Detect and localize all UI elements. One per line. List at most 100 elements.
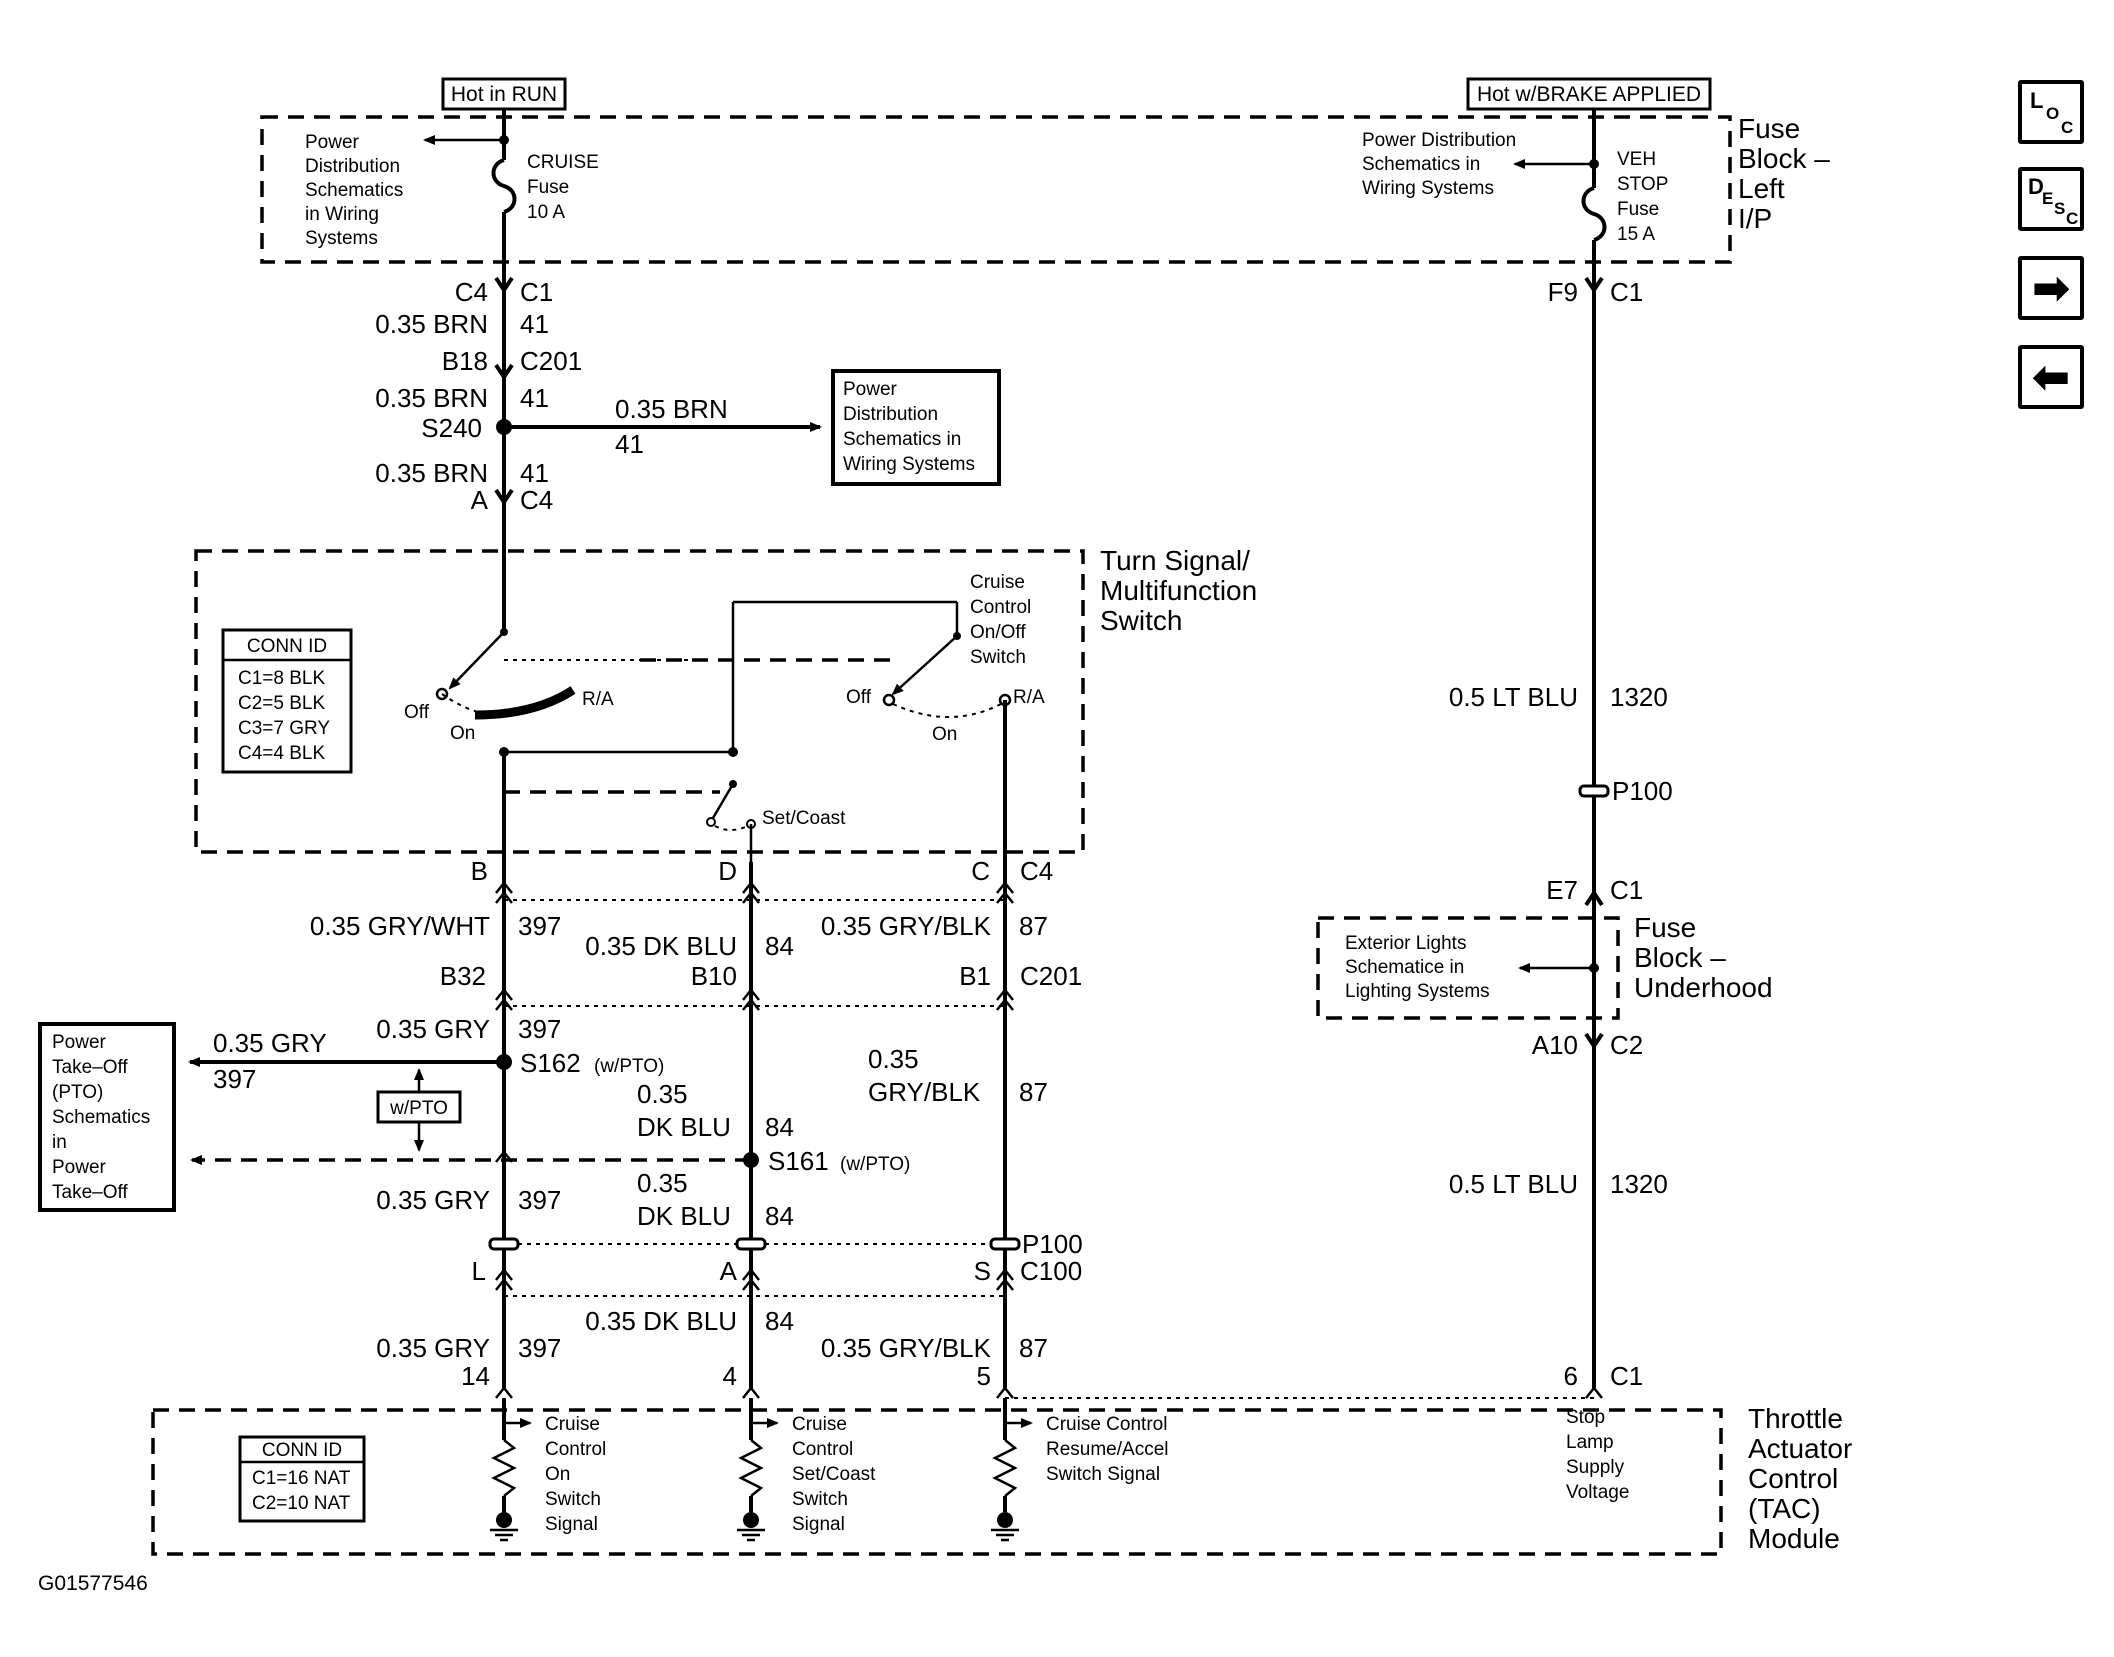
svg-text:Schematics in: Schematics in bbox=[843, 429, 961, 450]
svg-text:Power: Power bbox=[843, 379, 898, 400]
s161-label: S161 (w/PTO) bbox=[768, 1146, 910, 1176]
svg-text:w/PTO: w/PTO bbox=[389, 1098, 448, 1119]
svg-text:0.35: 0.35 bbox=[637, 1079, 688, 1109]
fuse-block-left-boundary bbox=[260, 115, 1732, 264]
svg-text:DK BLU: DK BLU bbox=[637, 1201, 731, 1231]
c100-chevrons bbox=[495, 1267, 1014, 1291]
svg-text:Take–Off: Take–Off bbox=[52, 1182, 128, 1203]
signal-resume-accel: Cruise Control Resume/Accel Switch Signa… bbox=[1046, 1414, 1169, 1485]
svg-text:Wiring Systems: Wiring Systems bbox=[1362, 178, 1494, 199]
svg-text:1320: 1320 bbox=[1610, 682, 1668, 712]
svg-text:Fuse: Fuse bbox=[527, 177, 569, 198]
right-trunk-wire bbox=[1584, 265, 1604, 1399]
svg-text:B: B bbox=[471, 856, 488, 886]
svg-text:Schematics: Schematics bbox=[52, 1107, 150, 1128]
cruise-fuse-symbol bbox=[491, 158, 517, 214]
c201-chevrons bbox=[495, 987, 1014, 1011]
pd-right-text: Power Distribution Schematics in Wiring … bbox=[1362, 130, 1516, 199]
switch-pin-labels: B D C C4 bbox=[471, 856, 1054, 886]
svg-text:(PTO): (PTO) bbox=[52, 1082, 103, 1103]
tac-input-circuit-3 bbox=[991, 1398, 1033, 1542]
svg-text:0.35: 0.35 bbox=[868, 1044, 919, 1074]
svg-text:C3=7 GRY: C3=7 GRY bbox=[238, 718, 330, 739]
svg-text:0.35 GRY/BLK: 0.35 GRY/BLK bbox=[821, 1333, 992, 1363]
svg-text:Power: Power bbox=[52, 1157, 107, 1178]
loc-letter-o: O bbox=[2046, 104, 2060, 123]
svg-text:STOP: STOP bbox=[1617, 174, 1668, 195]
location-button[interactable]: L O C bbox=[2018, 80, 2084, 144]
svg-text:A10: A10 bbox=[1532, 1030, 1578, 1060]
svg-text:0.35 GRY/WHT: 0.35 GRY/WHT bbox=[310, 911, 490, 941]
svg-text:84: 84 bbox=[765, 1112, 794, 1142]
switch-on-1: On bbox=[450, 723, 475, 744]
svg-text:1320: 1320 bbox=[1610, 1169, 1668, 1199]
svg-text:B1: B1 bbox=[959, 961, 991, 991]
svg-text:15 A: 15 A bbox=[1617, 224, 1655, 245]
svg-text:Schematics: Schematics bbox=[305, 180, 403, 201]
svg-text:C1: C1 bbox=[1610, 1361, 1643, 1391]
svg-text:C1=8 BLK: C1=8 BLK bbox=[238, 668, 325, 689]
wire-397-gry-c: 0.35 GRY 397 bbox=[376, 1185, 561, 1215]
svg-text:A: A bbox=[471, 485, 489, 515]
svg-text:Switch: Switch bbox=[970, 647, 1026, 668]
next-page-button[interactable]: ➡ bbox=[2018, 256, 2084, 320]
wire-1320-lt-blu-a: 0.5 LT BLU 1320 bbox=[1449, 682, 1668, 712]
svg-text:0.35: 0.35 bbox=[637, 1168, 688, 1198]
tac-pin-chevrons bbox=[495, 1385, 1014, 1399]
svg-text:D: D bbox=[718, 856, 737, 886]
left-trunk-wire bbox=[494, 265, 514, 632]
pto-wire-label: 0.35 GRY 397 bbox=[213, 1028, 327, 1094]
pin6-c1-connector: 6 C1 bbox=[1564, 1361, 1644, 1391]
svg-text:C: C bbox=[971, 856, 990, 886]
svg-text:B18: B18 bbox=[442, 346, 488, 376]
description-button[interactable]: D E S C bbox=[2018, 167, 2084, 231]
svg-text:S162: S162 bbox=[520, 1048, 581, 1078]
svg-text:Wiring Systems: Wiring Systems bbox=[843, 454, 975, 475]
svg-text:Power: Power bbox=[52, 1032, 107, 1053]
a10-c2-connector: A10 C2 bbox=[1532, 1030, 1644, 1060]
wire-87-gry-blk-d: 0.35 GRY/BLK 87 bbox=[821, 1333, 1048, 1363]
svg-text:Schematics in: Schematics in bbox=[1362, 154, 1480, 175]
previous-page-button[interactable]: ⬅ bbox=[2018, 345, 2084, 409]
svg-text:Multifunction: Multifunction bbox=[1100, 575, 1257, 606]
svg-text:A: A bbox=[720, 1256, 738, 1286]
svg-text:C2: C2 bbox=[1610, 1030, 1643, 1060]
svg-text:0.35 GRY/BLK: 0.35 GRY/BLK bbox=[821, 911, 992, 941]
svg-text:4: 4 bbox=[723, 1361, 737, 1391]
svg-text:0.35 DK BLU: 0.35 DK BLU bbox=[585, 1306, 737, 1336]
wire-397-gry-wht: 0.35 GRY/WHT 397 bbox=[310, 911, 562, 941]
svg-text:VEH: VEH bbox=[1617, 149, 1656, 170]
svg-text:C1: C1 bbox=[1610, 277, 1643, 307]
veh-stop-fuse-label: VEH STOP Fuse 15 A bbox=[1617, 149, 1668, 245]
svg-text:41: 41 bbox=[615, 429, 644, 459]
svg-text:0.35 BRN: 0.35 BRN bbox=[615, 394, 728, 424]
svg-text:14: 14 bbox=[461, 1361, 490, 1391]
cruise-on-contact bbox=[474, 686, 576, 720]
p100-label-right: P100 bbox=[1612, 776, 1673, 806]
svg-text:C1: C1 bbox=[520, 277, 553, 307]
wire-brn-41-a: 0.35 BRN 41 bbox=[375, 309, 549, 339]
wire-87-gry-blk-a: 0.35 GRY/BLK 87 bbox=[821, 911, 1048, 941]
svg-text:Systems: Systems bbox=[305, 228, 378, 249]
svg-text:Block –: Block – bbox=[1738, 143, 1830, 174]
f9-c1-connector: F9 C1 bbox=[1548, 277, 1644, 307]
svg-text:Lighting Systems: Lighting Systems bbox=[1345, 981, 1490, 1002]
w-pto-option-marker: w/PTO bbox=[376, 1068, 462, 1152]
svg-text:Stop: Stop bbox=[1566, 1407, 1605, 1428]
svg-text:397: 397 bbox=[518, 1185, 561, 1215]
fuse-block-left-label: Fuse Block – Left I/P bbox=[1738, 113, 1830, 234]
svg-text:Fuse: Fuse bbox=[1634, 912, 1696, 943]
arrow-right-icon: ➡ bbox=[2032, 264, 2070, 313]
signal-set-coast: Cruise Control Set/Coast Switch Signal bbox=[792, 1414, 876, 1535]
s162-label: S162 (w/PTO) bbox=[520, 1048, 664, 1078]
pd-left-text: Power Distribution Schematics in Wiring … bbox=[305, 132, 403, 249]
set-coast-label: Set/Coast bbox=[762, 808, 846, 829]
arrow-left-icon: ⬅ bbox=[2032, 353, 2070, 402]
svg-text:CONN ID: CONN ID bbox=[247, 636, 327, 657]
svg-text:Set/Coast: Set/Coast bbox=[792, 1464, 876, 1485]
branch-brn-41: 0.35 BRN 41 bbox=[615, 394, 728, 459]
wire-84-dk-blu-c: 0.35 DK BLU 84 bbox=[637, 1168, 794, 1231]
wire-84-dk-blu-a: 0.35 DK BLU 84 bbox=[585, 931, 794, 961]
svg-text:397: 397 bbox=[518, 1014, 561, 1044]
desc-letter-s: S bbox=[2054, 199, 2066, 218]
